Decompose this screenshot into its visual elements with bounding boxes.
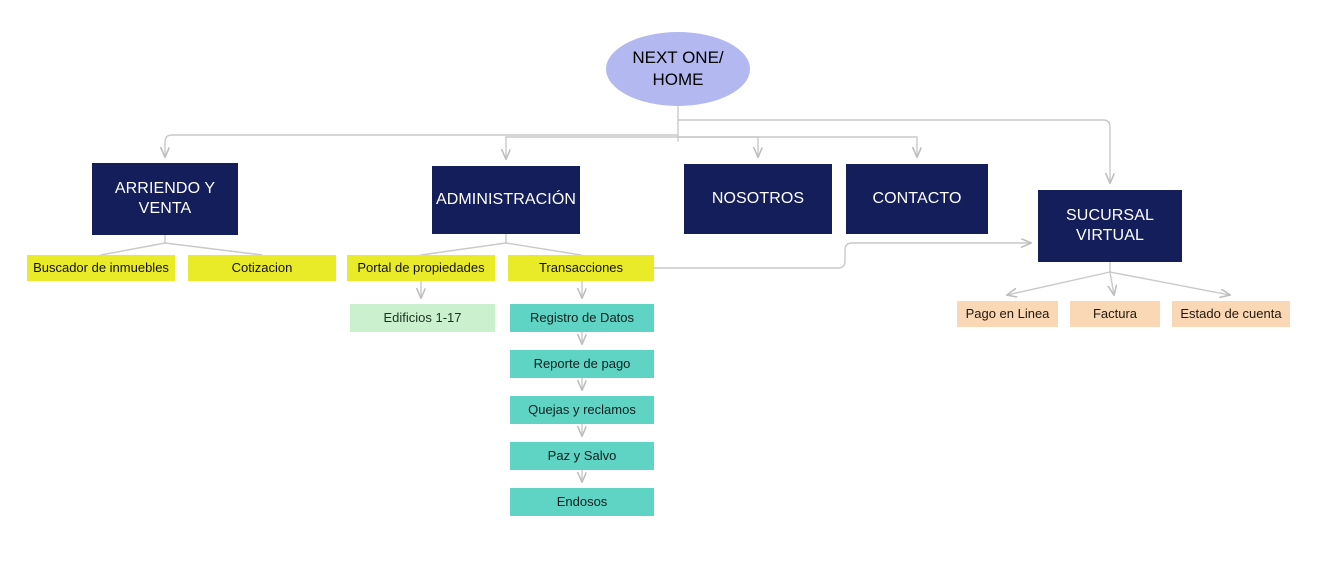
node-buscador-de-inmuebles-label: Buscador de inmuebles [33,259,169,275]
edge-root-contacto [677,136,917,157]
node-factura-label: Factura [1092,305,1138,321]
node-nosotros-label: NOSOTROS [711,189,805,207]
edge-admin-portal [420,242,507,256]
node-paz-y-salvo[interactable]: Paz y Salvo [510,442,654,470]
node-administracion-label: ADMINISTRACIÓN [435,190,577,208]
node-arriendo-y-venta[interactable]: ARRIENDO Y VENTA [92,163,238,235]
node-transacciones[interactable]: Transacciones [508,255,654,281]
edge-root-nosotros [677,136,758,157]
node-edificios[interactable]: Edificios 1-17 [350,304,495,332]
node-quejas-y-reclamos[interactable]: Quejas y reclamos [510,396,654,424]
node-endosos[interactable]: Endosos [510,488,654,516]
node-sucursal-virtual-label: SUCURSAL VIRTUAL [1066,206,1154,244]
node-edificios-label: Edificios 1-17 [383,309,462,325]
edge-sucursal-factura [1110,271,1114,295]
node-root-label: NEXT ONE/ HOME [632,48,724,89]
edge-root-admin [506,136,679,159]
edge-arriendo-cotizacion [164,242,263,256]
node-administracion[interactable]: ADMINISTRACIÓN [432,166,580,234]
node-contacto[interactable]: CONTACTO [846,164,988,234]
node-paz-y-salvo-label: Paz y Salvo [547,447,617,463]
node-pago-en-linea[interactable]: Pago en Linea [957,301,1058,327]
node-contacto-label: CONTACTO [872,189,962,207]
node-sucursal-virtual[interactable]: SUCURSAL VIRTUAL [1038,190,1182,262]
edge-root-bus-left [165,134,679,157]
edge-arriendo-buscador [100,242,166,256]
node-pago-en-linea-label: Pago en Linea [965,305,1050,321]
node-quejas-y-reclamos-label: Quejas y reclamos [528,401,636,417]
node-estado-de-cuenta[interactable]: Estado de cuenta [1172,301,1290,327]
edge-transacciones-sucursal [653,243,1031,269]
node-cotizacion[interactable]: Cotizacion [188,255,336,281]
edge-admin-transacciones [505,242,582,256]
node-registro-de-datos[interactable]: Registro de Datos [510,304,654,332]
node-transacciones-label: Transacciones [538,259,624,275]
node-endosos-label: Endosos [556,493,608,509]
node-factura[interactable]: Factura [1070,301,1160,327]
edge-sucursal-estado [1109,271,1230,295]
node-buscador-de-inmuebles[interactable]: Buscador de inmuebles [27,255,175,281]
node-root[interactable]: NEXT ONE/ HOME [606,32,750,106]
edge-sucursal-pago [1007,271,1111,295]
node-estado-de-cuenta-label: Estado de cuenta [1180,305,1282,321]
node-nosotros[interactable]: NOSOTROS [684,164,832,234]
node-portal-de-propiedades[interactable]: Portal de propiedades [347,255,495,281]
node-registro-de-datos-label: Registro de Datos [529,309,635,325]
node-arriendo-y-venta-label: ARRIENDO Y VENTA [114,179,216,217]
node-reporte-de-pago[interactable]: Reporte de pago [510,350,654,378]
node-portal-de-propiedades-label: Portal de propiedades [357,259,485,275]
node-cotizacion-label: Cotizacion [231,259,293,275]
node-reporte-de-pago-label: Reporte de pago [533,355,631,371]
